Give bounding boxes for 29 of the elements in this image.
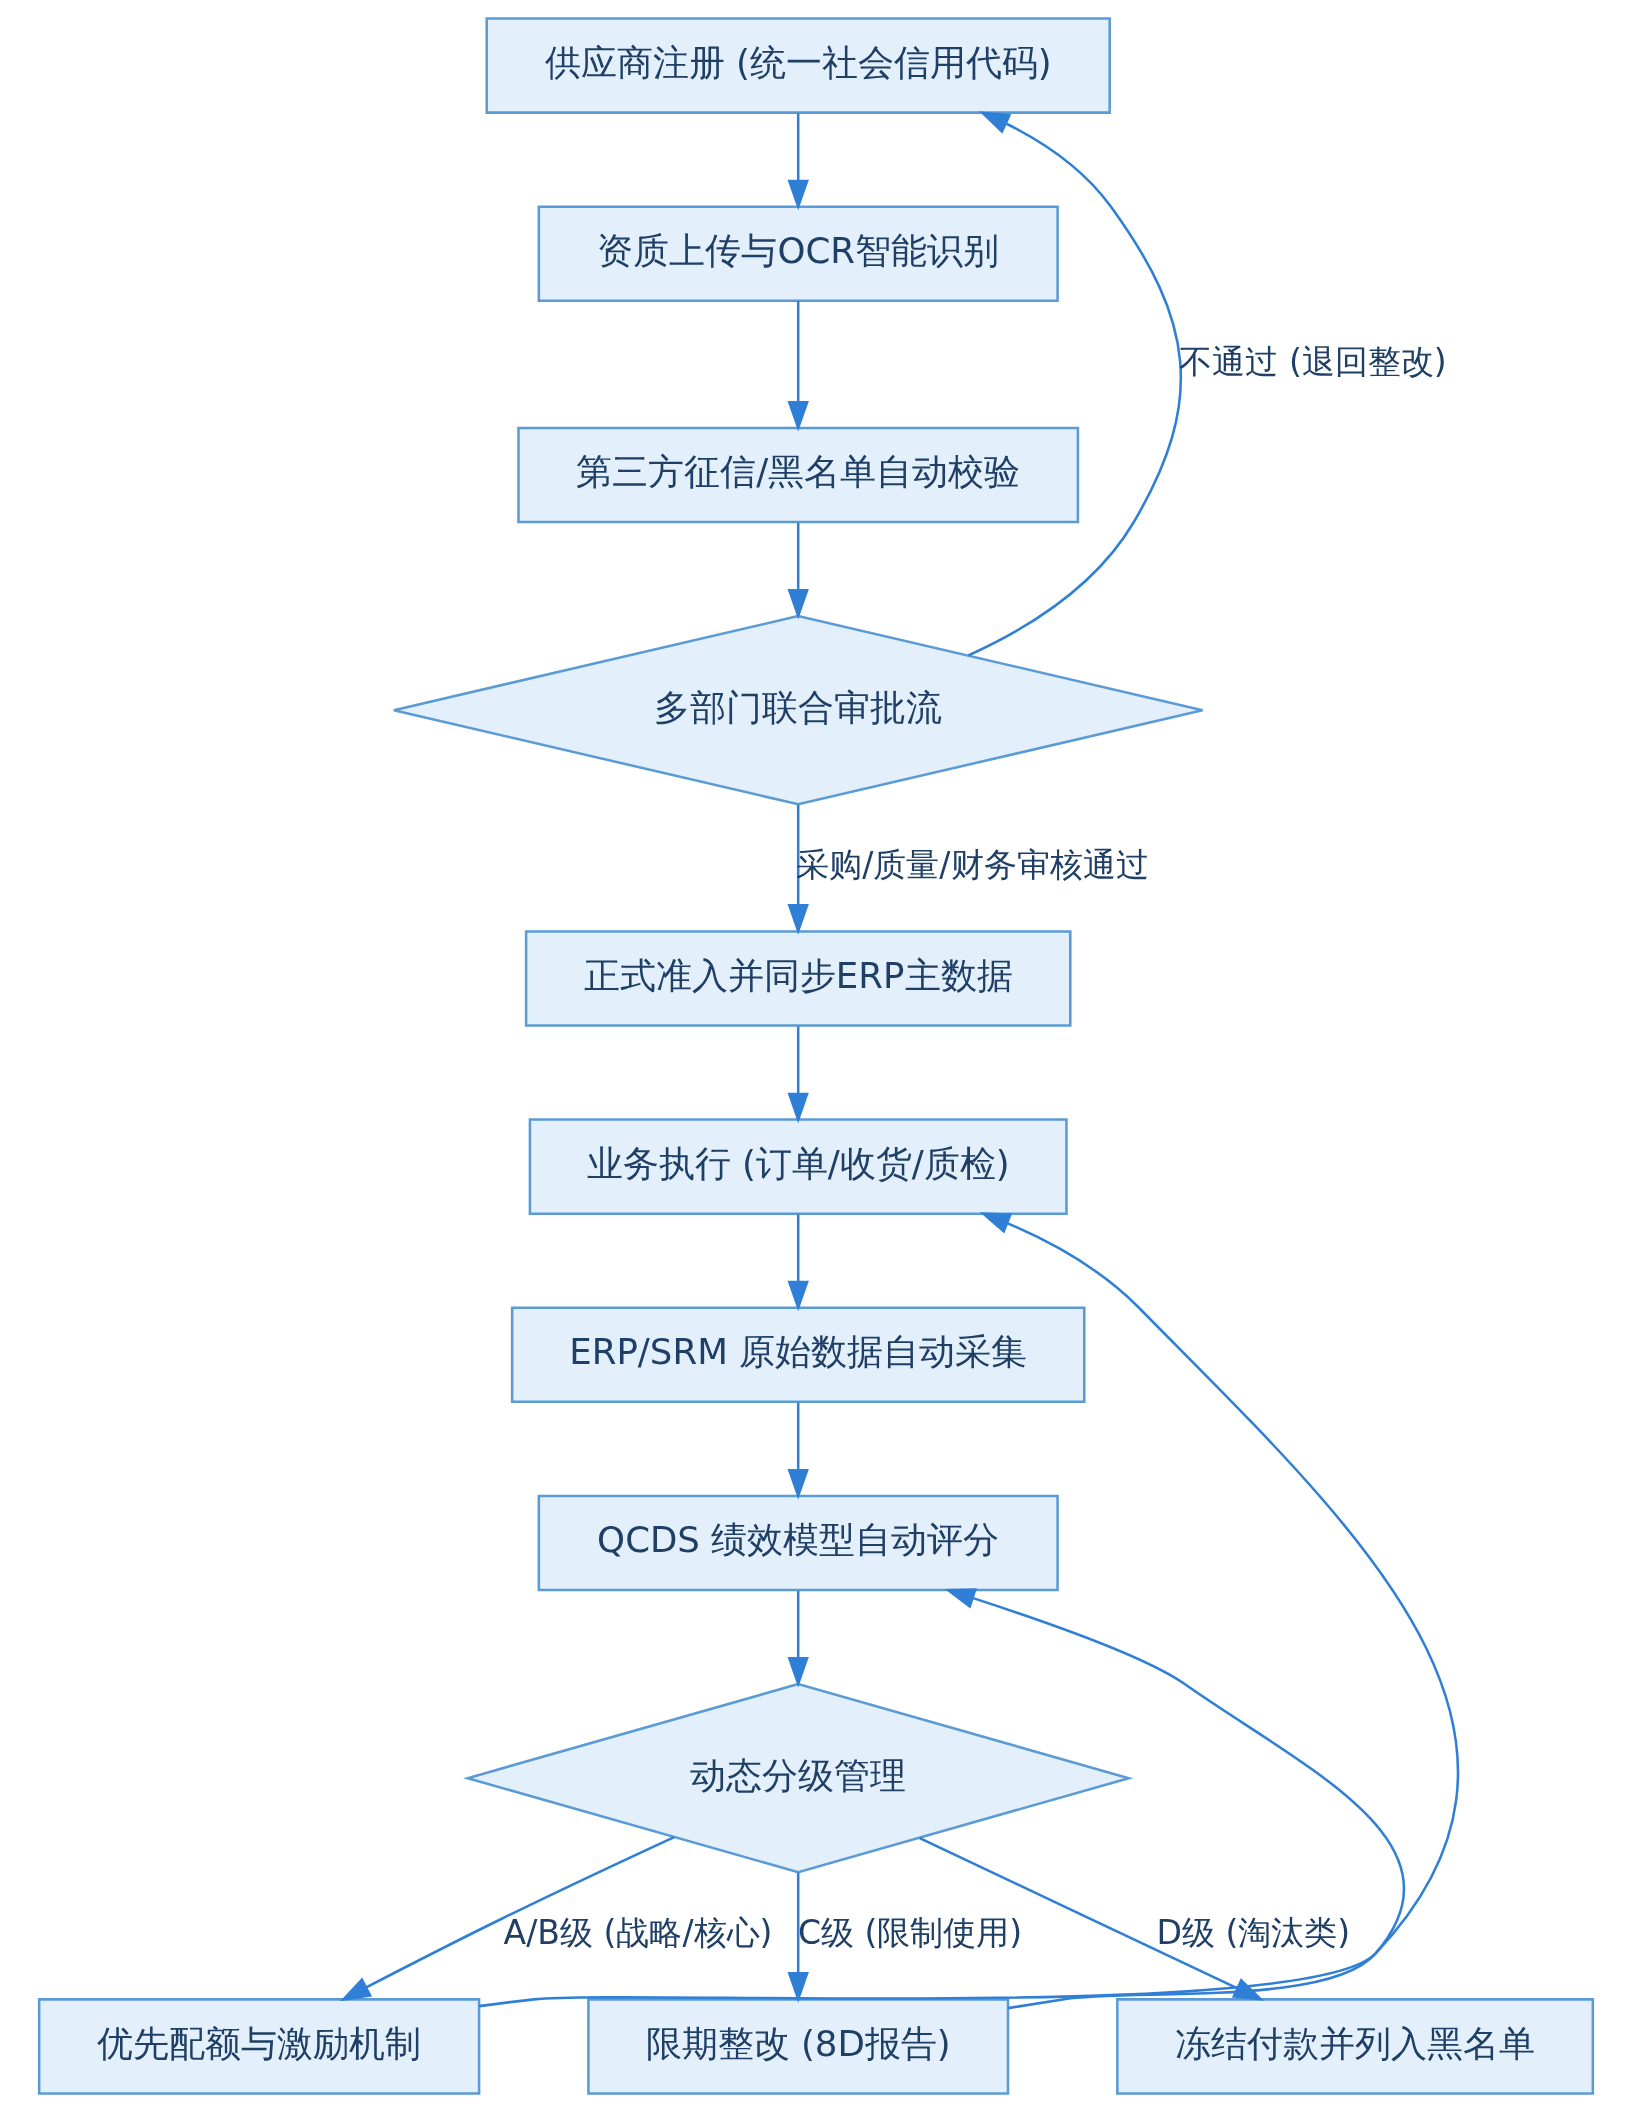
arrow [787, 804, 809, 935]
arrow [340, 1835, 675, 2002]
edge-label: C级 (限制使用) [797, 1913, 1023, 1953]
arrow [787, 301, 809, 432]
node-box: 第三方征信/黑名单自动校验 [517, 426, 1080, 524]
node-diamond: 多部门联合审批流 [392, 614, 1204, 806]
arrow [787, 1590, 809, 1688]
arrow [787, 1402, 809, 1500]
node-box: 冻结付款并列入黑名单 [1116, 1998, 1595, 2095]
arrow [787, 1872, 809, 2003]
node-box: 业务执行 (订单/收货/质检) [528, 1118, 1068, 1215]
arrow [967, 111, 1182, 657]
arrow [479, 1212, 1458, 2008]
node-box: 正式准入并同步ERP主数据 [524, 930, 1072, 1027]
arrow [944, 1588, 1405, 2010]
node-box: 供应商注册 (统一社会信用代码) [485, 17, 1111, 114]
node-box: 资质上传与OCR智能识别 [537, 205, 1059, 303]
arrow [787, 1214, 809, 1312]
node-box: ERP/SRM 原始数据自动采集 [510, 1306, 1086, 1404]
arrow [787, 523, 809, 620]
node-diamond: 动态分级管理 [463, 1682, 1134, 1874]
edge-label: A/B级 (战略/核心) [503, 1913, 773, 1953]
arrow [787, 113, 809, 211]
edge-label: 不通过 (退回整改) [1179, 342, 1447, 381]
node-box: 限期整改 (8D报告) [587, 1998, 1010, 2095]
arrow [787, 1026, 809, 1124]
edge-label: D级 (淘汰类) [1156, 1913, 1351, 1953]
node-box: 优先配额与激励机制 [37, 1998, 481, 2095]
node-box: QCDS 绩效模型自动评分 [537, 1494, 1059, 1592]
